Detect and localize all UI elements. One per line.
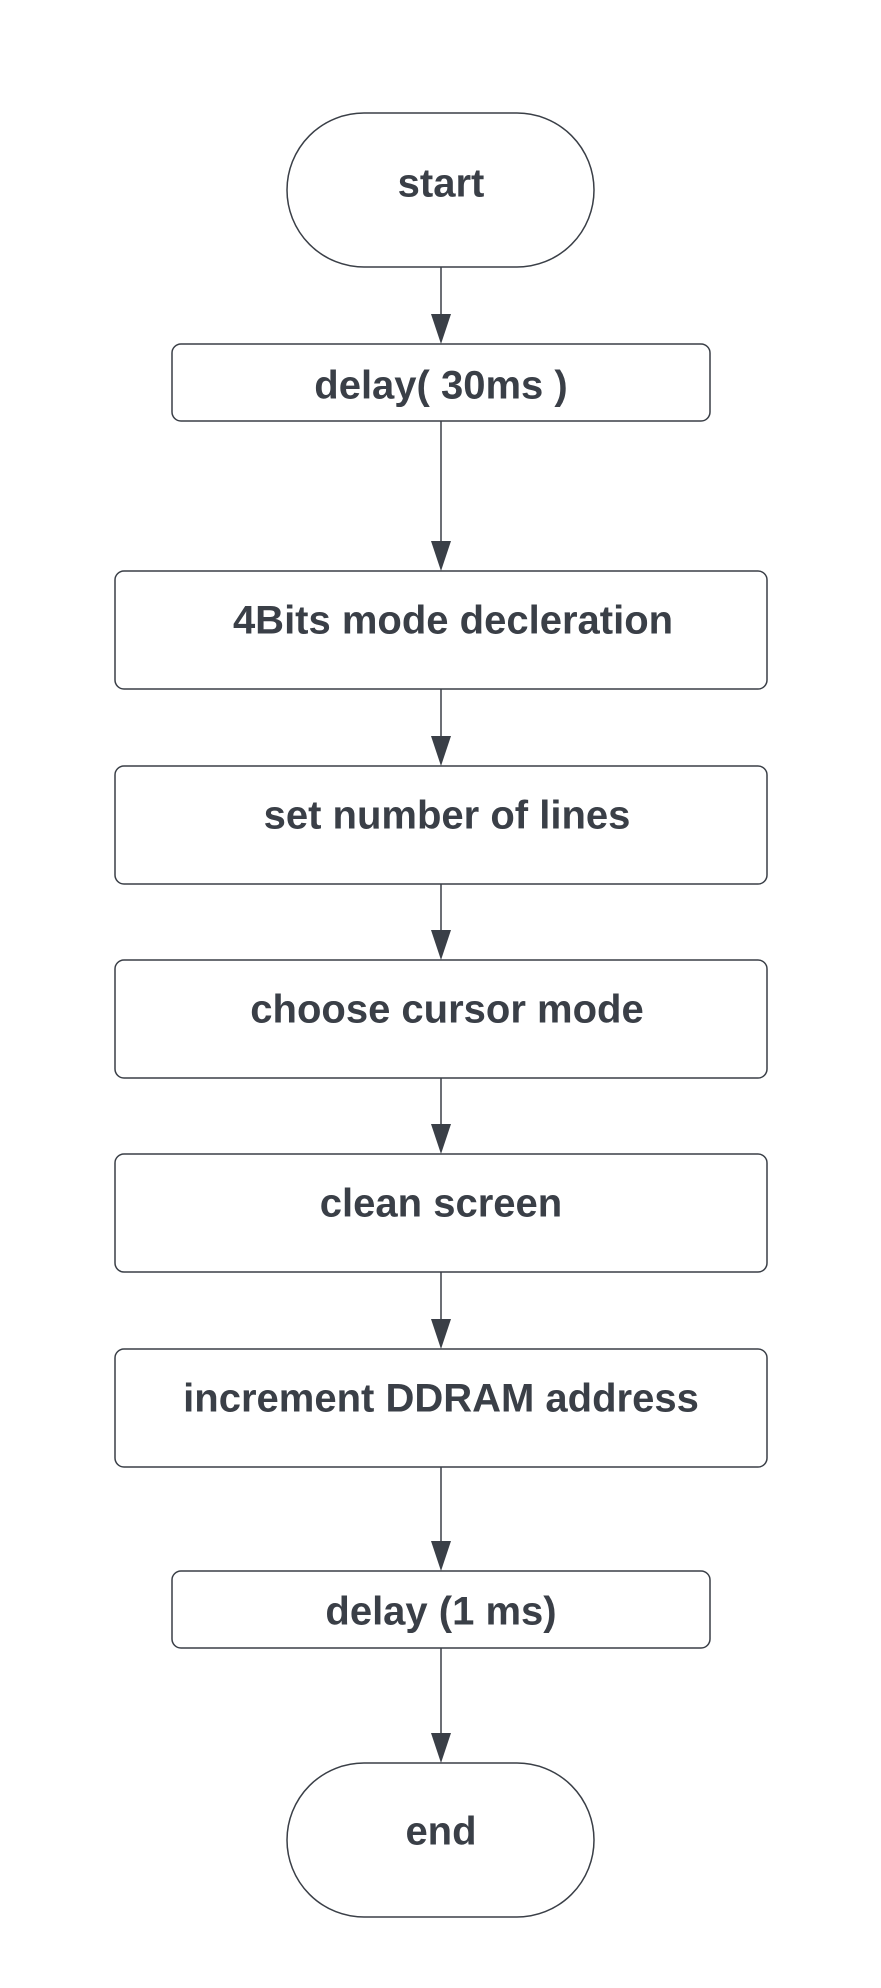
connector-clean-screen-to-increment-ddram bbox=[431, 1272, 451, 1349]
connector-4bits-mode-to-set-lines bbox=[431, 689, 451, 766]
connector-delay-1ms-to-end bbox=[431, 1648, 451, 1763]
node-label: end bbox=[405, 1810, 476, 1854]
process-box bbox=[114, 1153, 768, 1273]
arrowhead-icon bbox=[431, 930, 451, 960]
node-label: choose cursor mode bbox=[250, 988, 643, 1032]
connectors bbox=[431, 267, 451, 1763]
connector-cursor-mode-to-clean-screen bbox=[431, 1078, 451, 1154]
node-label: 4Bits mode decleration bbox=[233, 599, 673, 643]
nodes: start delay( 30ms ) 4Bits mode decleration… bbox=[114, 112, 768, 1918]
arrowhead-icon bbox=[431, 541, 451, 571]
arrowhead-icon bbox=[431, 1541, 451, 1571]
connector-start-to-delay-30ms bbox=[431, 267, 451, 344]
terminator-shape bbox=[286, 1762, 595, 1918]
node-label: set number of lines bbox=[264, 794, 631, 838]
node-label: clean screen bbox=[320, 1182, 562, 1226]
arrowhead-icon bbox=[431, 1319, 451, 1349]
connector-set-lines-to-cursor-mode bbox=[431, 884, 451, 960]
process-box bbox=[114, 570, 768, 690]
process-box bbox=[114, 959, 768, 1079]
node-label: start bbox=[398, 162, 485, 206]
process-box bbox=[171, 1570, 711, 1649]
node-cursor-mode: choose cursor mode bbox=[114, 959, 768, 1079]
process-box bbox=[171, 343, 711, 422]
node-label: delay( 30ms ) bbox=[314, 364, 567, 408]
node-increment-ddram: increment DDRAM address bbox=[114, 1348, 768, 1468]
connector-increment-ddram-to-delay-1ms bbox=[431, 1467, 451, 1571]
node-label: delay (1 ms) bbox=[325, 1590, 556, 1634]
node-end: end bbox=[286, 1762, 595, 1918]
node-clean-screen: clean screen bbox=[114, 1153, 768, 1273]
node-set-lines: set number of lines bbox=[114, 765, 768, 885]
arrowhead-icon bbox=[431, 1733, 451, 1763]
arrowhead-icon bbox=[431, 736, 451, 766]
connector-delay-30ms-to-4bits-mode bbox=[431, 421, 451, 571]
node-delay-30ms: delay( 30ms ) bbox=[171, 343, 711, 422]
node-start: start bbox=[286, 112, 595, 268]
node-4bits-mode: 4Bits mode decleration bbox=[114, 570, 768, 690]
terminator-shape bbox=[286, 112, 595, 268]
process-box bbox=[114, 765, 768, 885]
node-delay-1ms: delay (1 ms) bbox=[171, 1570, 711, 1649]
node-label: increment DDRAM address bbox=[183, 1377, 699, 1421]
arrowhead-icon bbox=[431, 1124, 451, 1154]
process-box bbox=[114, 1348, 768, 1468]
arrowhead-icon bbox=[431, 314, 451, 344]
